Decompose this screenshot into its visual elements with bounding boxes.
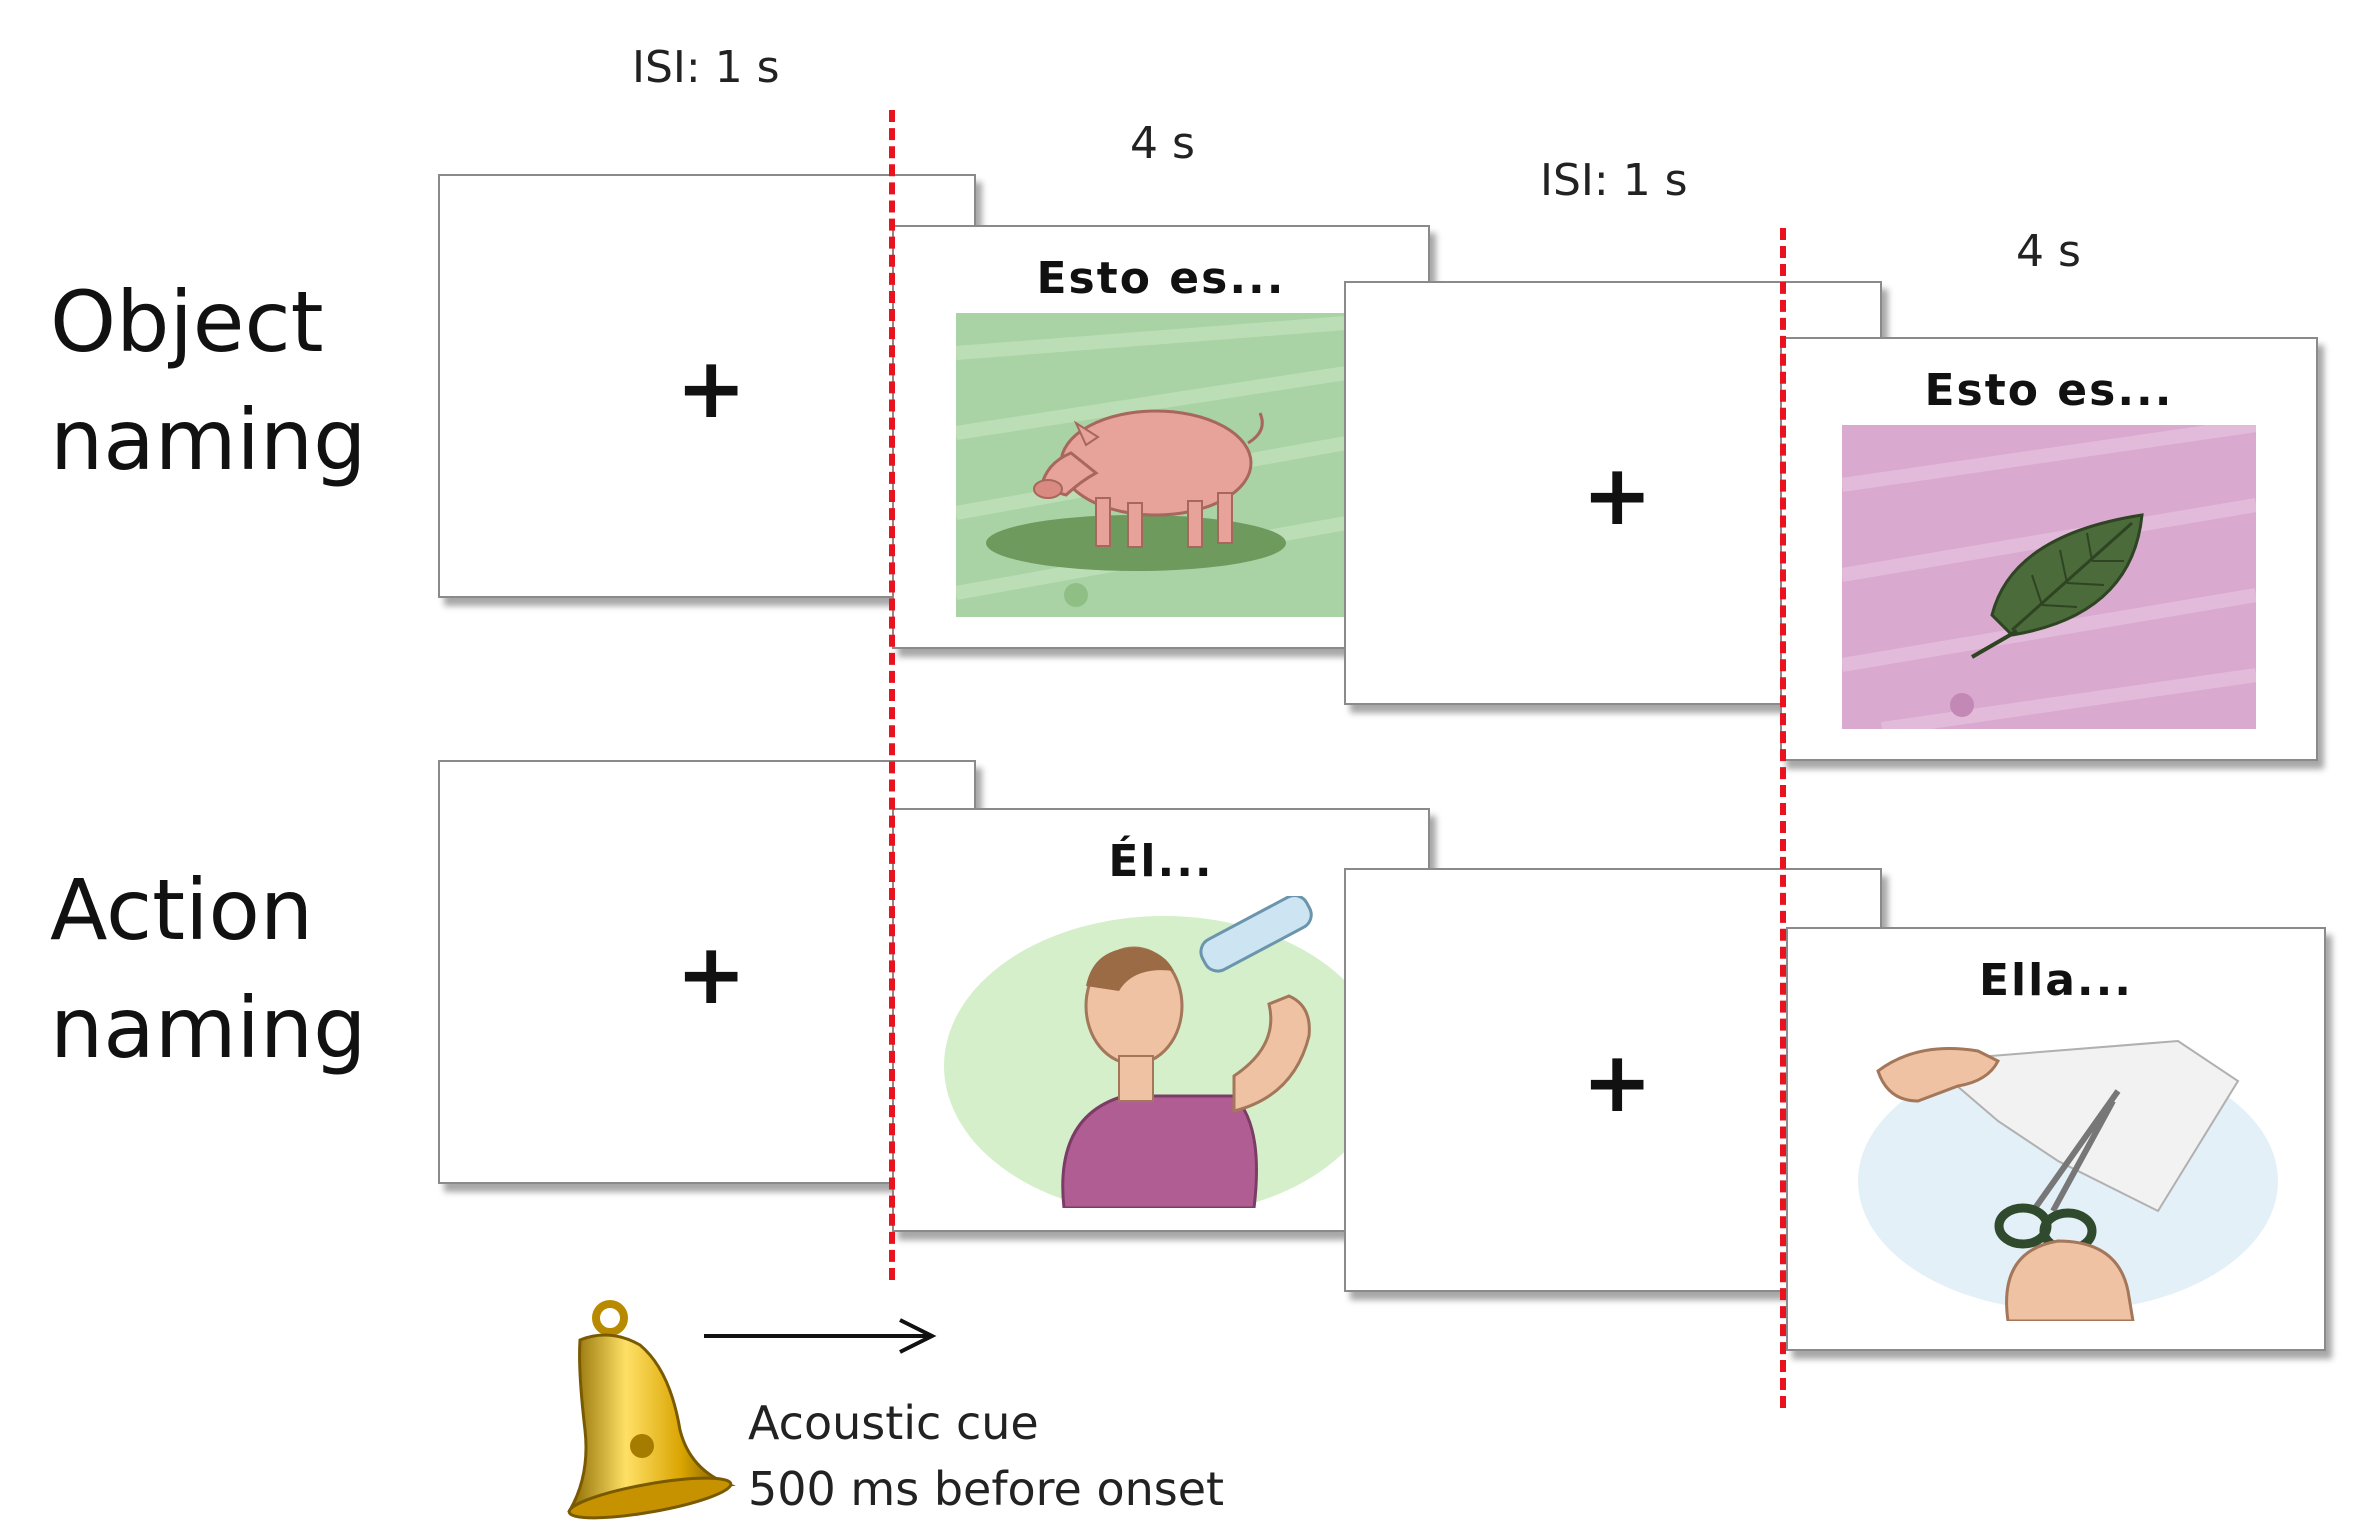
row-label-action-line2: naming — [50, 979, 367, 1077]
cue-arrow — [700, 1316, 940, 1356]
bell-icon — [530, 1300, 740, 1520]
leaf-illustration — [1842, 425, 2256, 729]
stimulus-prompt: Él... — [1108, 836, 1214, 887]
fixation-cross: + — [1582, 446, 1653, 544]
stimulus-prompt: Esto es... — [1036, 253, 1286, 304]
row-label-object-line2: naming — [50, 391, 367, 489]
stimulus-card-drinking: Él... — [892, 808, 1430, 1232]
onset-marker-line-1 — [889, 110, 895, 1280]
fixation-cross: + — [1582, 1033, 1653, 1131]
timing-stim-1: 4 s — [1130, 118, 1195, 169]
onset-marker-line-2 — [1780, 228, 1786, 1408]
pig-illustration — [956, 313, 1346, 617]
fixation-card-object-1: + — [438, 174, 976, 598]
stimulus-prompt: Ella... — [1978, 955, 2134, 1006]
timing-isi-1: ISI: 1 s — [632, 42, 780, 93]
timing-stim-2: 4 s — [2016, 226, 2081, 277]
fixation-card-action-1: + — [438, 760, 976, 1184]
stimulus-card-leaf: Esto es... — [1780, 337, 2318, 761]
stimulus-prompt: Esto es... — [1924, 365, 2174, 416]
row-label-action-line1: Action — [50, 861, 314, 959]
cue-label-line1: Acoustic cue — [748, 1396, 1039, 1450]
timing-isi-2: ISI: 1 s — [1540, 155, 1688, 206]
cue-label-line2: 500 ms before onset — [748, 1462, 1225, 1516]
row-label-object-line1: Object — [50, 273, 324, 371]
fixation-cross: + — [676, 339, 747, 437]
man-drinking-illustration — [934, 896, 1388, 1208]
hands-cutting-paper-illustration — [1858, 1021, 2278, 1321]
stimulus-card-pig: Esto es... — [892, 225, 1430, 649]
stimulus-card-cutting: Ella... — [1786, 927, 2326, 1351]
fixation-cross: + — [676, 925, 747, 1023]
